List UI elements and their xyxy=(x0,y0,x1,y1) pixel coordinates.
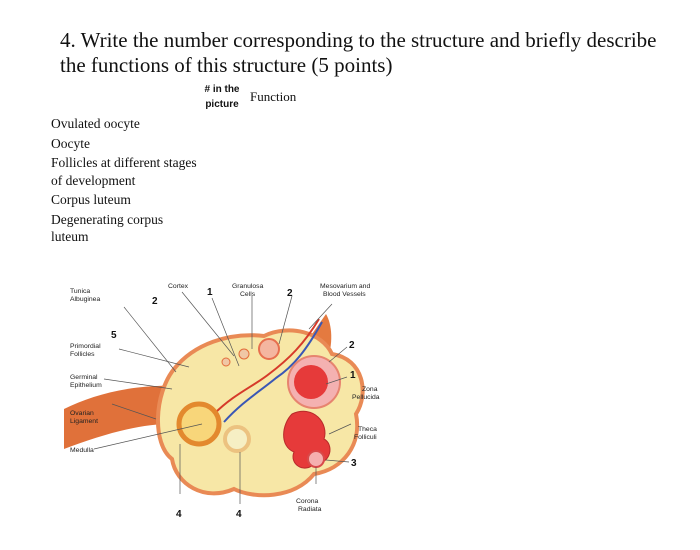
label-granulosa-line1: Granulosa xyxy=(232,283,264,290)
label-tunica-line2: Albuginea xyxy=(70,296,100,303)
question-title: 4. Write the number corresponding to the… xyxy=(60,28,657,77)
label-primordial-line1: Primordial xyxy=(70,343,101,350)
ovarian-ligament-shape xyxy=(64,385,182,449)
follicle-small-2 xyxy=(238,348,250,360)
ovulated-oocyte-shape xyxy=(307,450,325,468)
structure-degenerating-corpus-luteum: Degenerating corpus luteum xyxy=(51,211,164,245)
corpus-luteum-shape xyxy=(176,401,222,447)
number-column-header: # in the picture xyxy=(199,82,245,112)
blood-vessel-red xyxy=(213,318,320,415)
follicle-small-1 xyxy=(258,338,280,360)
follicle-small-3 xyxy=(221,357,231,367)
number-5: 5 xyxy=(111,330,117,341)
number-4-right: 4 xyxy=(236,509,242,520)
structure-corpus-luteum: Corpus luteum xyxy=(51,192,131,207)
label-zona-line2: Pellucida xyxy=(352,394,380,401)
label-corona-line1: Corona xyxy=(296,498,319,505)
label-theca-line2: Folliculi xyxy=(354,434,377,441)
structure-oocyte: Oocyte xyxy=(51,135,90,151)
degenerating-corpus-shape xyxy=(223,425,251,453)
label-tunica-line1: Tunica xyxy=(70,288,90,295)
label-germinal-line2: Epithelium xyxy=(70,382,102,389)
number-header-line1: # in the xyxy=(204,84,240,95)
label-primordial-line2: Follicles xyxy=(70,351,95,358)
label-theca-line1: Theca xyxy=(358,426,377,433)
number-4-left: 4 xyxy=(176,509,182,520)
number-3: 3 xyxy=(351,458,357,469)
ovary-diagram: Tunica Albuginea Cortex Granulosa Cells … xyxy=(64,274,394,544)
label-mesovarium-line2: Blood Vessels xyxy=(323,291,366,298)
number-2-right: 2 xyxy=(349,340,355,351)
number-2-top-right: 2 xyxy=(287,288,293,299)
blood-vessel-blue xyxy=(223,321,323,423)
label-medulla: Medulla xyxy=(70,447,94,454)
structure-list: Ovulated oocyte Oocyte Follicles at diff… xyxy=(51,115,201,248)
label-ovarian-line2: Ligament xyxy=(70,418,98,425)
structure-follicles: Follicles at different stages of develop… xyxy=(51,155,197,188)
label-germinal-line1: Germinal xyxy=(70,374,98,381)
leader-lines xyxy=(93,291,352,504)
label-granulosa-line2: Cells xyxy=(240,291,256,298)
number-header-line2: picture xyxy=(205,99,239,110)
label-zona-line1: Zona xyxy=(362,386,378,393)
ovary-illustration: Tunica Albuginea Cortex Granulosa Cells … xyxy=(64,283,380,520)
number-1-right: 1 xyxy=(350,370,356,381)
label-mesovarium-line1: Mesovarium and xyxy=(320,283,370,290)
structure-ovulated-oocyte: Ovulated oocyte xyxy=(51,116,140,131)
mature-follicle-antrum xyxy=(294,365,328,399)
function-column-header: Function xyxy=(250,89,297,104)
number-2-top-left: 2 xyxy=(152,296,158,307)
label-corona-line2: Radiata xyxy=(298,506,322,513)
number-1-top: 1 xyxy=(207,287,213,298)
label-cortex: Cortex xyxy=(168,283,189,290)
label-ovarian-line1: Ovarian xyxy=(70,410,94,417)
